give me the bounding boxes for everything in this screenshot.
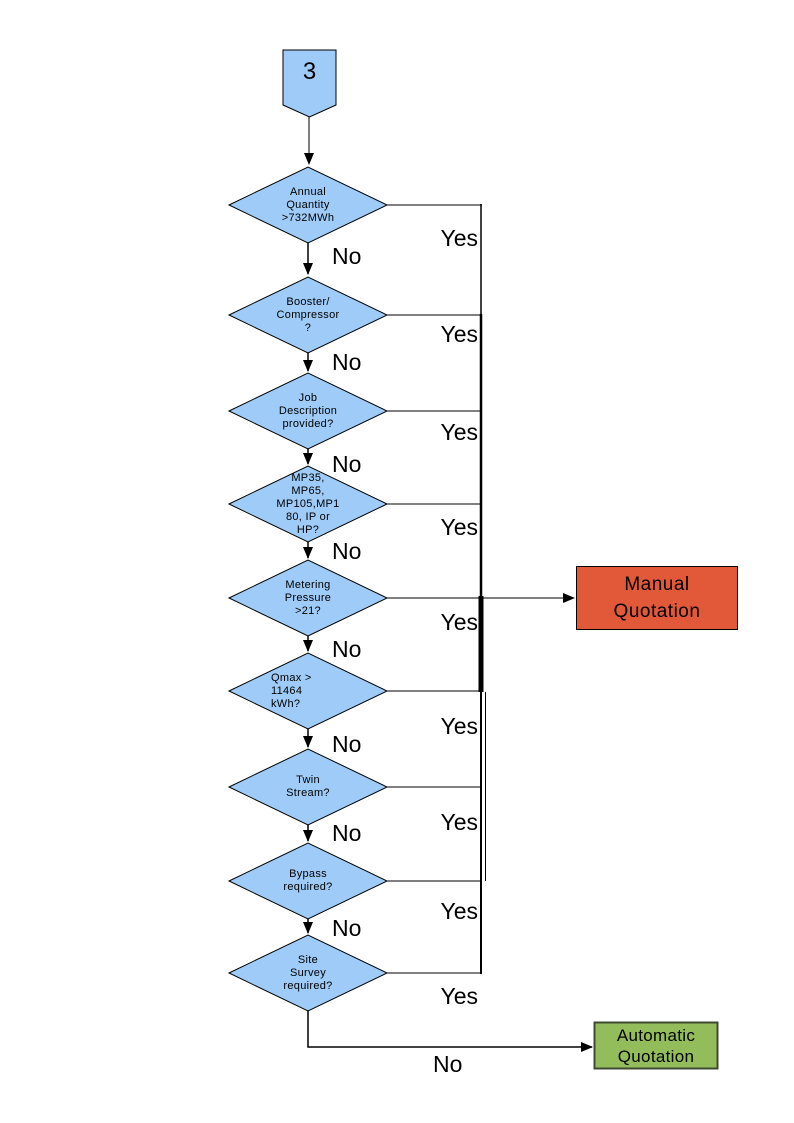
decision-label-metering-pressure: Metering Pressure >21?: [284, 579, 332, 617]
no-label: No: [433, 1051, 463, 1077]
yes-label: Yes: [440, 898, 478, 924]
yes-label: Yes: [440, 514, 478, 540]
automatic-quotation-label: Automatic Quotation: [616, 1026, 696, 1066]
yes-label: Yes: [440, 983, 478, 1009]
decision-label-twin-stream: Twin Stream?: [286, 774, 330, 799]
offpage-connector-shape: [282, 49, 337, 118]
yes-label: Yes: [440, 809, 478, 835]
manual-quotation-box: [576, 566, 738, 630]
manual-quotation-label: Manual Quotation: [613, 574, 701, 622]
yes-label: Yes: [440, 419, 478, 445]
yes-label: Yes: [440, 225, 478, 251]
offpage-connector-label: 3: [302, 58, 317, 85]
no-label: No: [332, 243, 362, 269]
decision-label-pressure-tier: MP35, MP65, MP105,MP1 80, IP or HP?: [276, 472, 340, 536]
no-label: No: [332, 636, 362, 662]
yes-label: Yes: [440, 713, 478, 739]
automatic-quotation-box: [593, 1021, 719, 1070]
yes-label: Yes: [440, 609, 478, 635]
no-label: No: [332, 538, 362, 564]
decision-label-job-description: Job Description provided?: [278, 392, 338, 430]
yes-label: Yes: [440, 321, 478, 347]
no-label: No: [332, 731, 362, 757]
decision-label-bypass: Bypass required?: [283, 868, 333, 893]
no-label: No: [332, 915, 362, 941]
decision-label-annual-quantity: Annual Quantity >732MWh: [281, 186, 335, 224]
no-label: No: [332, 451, 362, 477]
no-label: No: [332, 349, 362, 375]
no-label: No: [332, 820, 362, 846]
decision-label-site-survey: Site Survey required?: [283, 954, 333, 992]
decision-label-booster-compressor: Booster/ Compressor ?: [276, 296, 340, 334]
decision-label-qmax: Qmax > 11464 kWh?: [271, 672, 312, 710]
automatic-quotation-arrow: [307, 1011, 593, 1052]
